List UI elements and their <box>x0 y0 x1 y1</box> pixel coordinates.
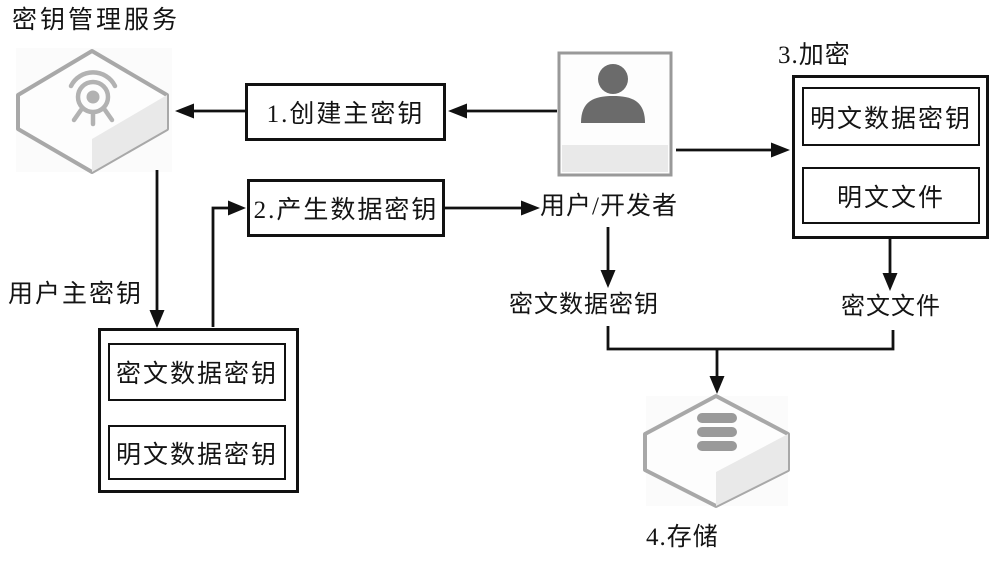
avatar-head <box>598 64 628 94</box>
user-master-key-group-box: 密文数据密钥 明文数据密钥 <box>98 328 299 493</box>
database-stack-icon <box>697 413 737 451</box>
kms-title: 密钥管理服务 <box>12 7 181 34</box>
user-developer-label: 用户/开发者 <box>540 193 678 220</box>
step2-generate-data-key-box: 2.产生数据密钥 <box>247 179 445 237</box>
kms-icon <box>16 48 172 174</box>
storage-icon <box>643 394 790 508</box>
plaintext-data-key-box: 明文数据密钥 <box>802 87 980 146</box>
user-avatar-icon <box>557 51 673 177</box>
key-seal-icon <box>68 70 118 127</box>
arrow-user-to-encrypt-box <box>676 142 790 158</box>
plaintext-data-key-box: 明文数据密钥 <box>108 425 286 480</box>
connectors <box>149 103 898 394</box>
arrow-user-to-step1 <box>448 103 557 119</box>
cipher-data-key-box: 密文数据密钥 <box>108 343 286 401</box>
merge-connector-to-storage <box>606 326 895 394</box>
step3-encrypt-label: 3.加密 <box>778 42 851 69</box>
plaintext-file-box: 明文文件 <box>802 167 980 224</box>
arrow-encrypt-box-to-cipher-file <box>882 239 898 291</box>
arrow-kms-to-master-key-box <box>149 170 165 328</box>
connector-master-key-box-to-step2 <box>211 200 246 327</box>
arrow-user-to-cipher-data-key <box>600 227 616 288</box>
kms-hexagon-shade <box>92 95 167 172</box>
encrypt-group-box: 明文数据密钥 明文文件 <box>792 75 989 239</box>
avatar-bottom-strip <box>562 145 668 172</box>
cipher-data-key-label: 密文数据密钥 <box>509 292 659 318</box>
cipher-file-label: 密文文件 <box>841 294 941 320</box>
user-master-key-label: 用户主密钥 <box>8 281 144 308</box>
arrow-step2-to-user <box>445 200 540 216</box>
avatar-shoulders <box>581 96 645 123</box>
arrow-step1-to-kms <box>175 103 245 119</box>
step4-storage-label: 4.存储 <box>646 524 719 551</box>
storage-hexagon-shade <box>716 434 788 506</box>
step1-create-master-key-box: 1.创建主密钥 <box>245 83 446 141</box>
